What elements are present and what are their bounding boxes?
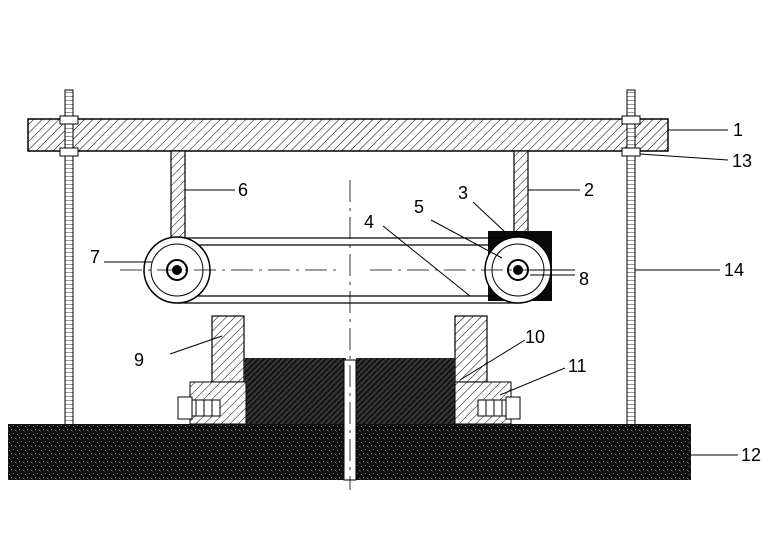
leader-lines [104,129,738,456]
top-plate [27,118,669,152]
label-14: 14 [724,260,744,280]
label-13: 13 [732,151,752,171]
label-6: 6 [238,180,248,200]
label-3: 3 [458,183,468,203]
right-clamp-block [454,315,488,383]
left-clamp-block [211,315,245,383]
label-1: 1 [733,120,743,140]
label-2: 2 [584,180,594,200]
label-5: 5 [414,197,424,217]
right-bolt [477,396,521,420]
label-8: 8 [579,269,589,289]
right-hanger-rod [513,150,529,234]
belt [177,237,518,304]
label-4: 4 [364,212,374,232]
label-7: 7 [90,247,100,267]
label-9: 9 [134,350,144,370]
label-12: 12 [741,445,761,465]
left-bolt [177,396,221,420]
label-11: 11 [568,356,587,376]
label-10: 10 [525,327,545,347]
